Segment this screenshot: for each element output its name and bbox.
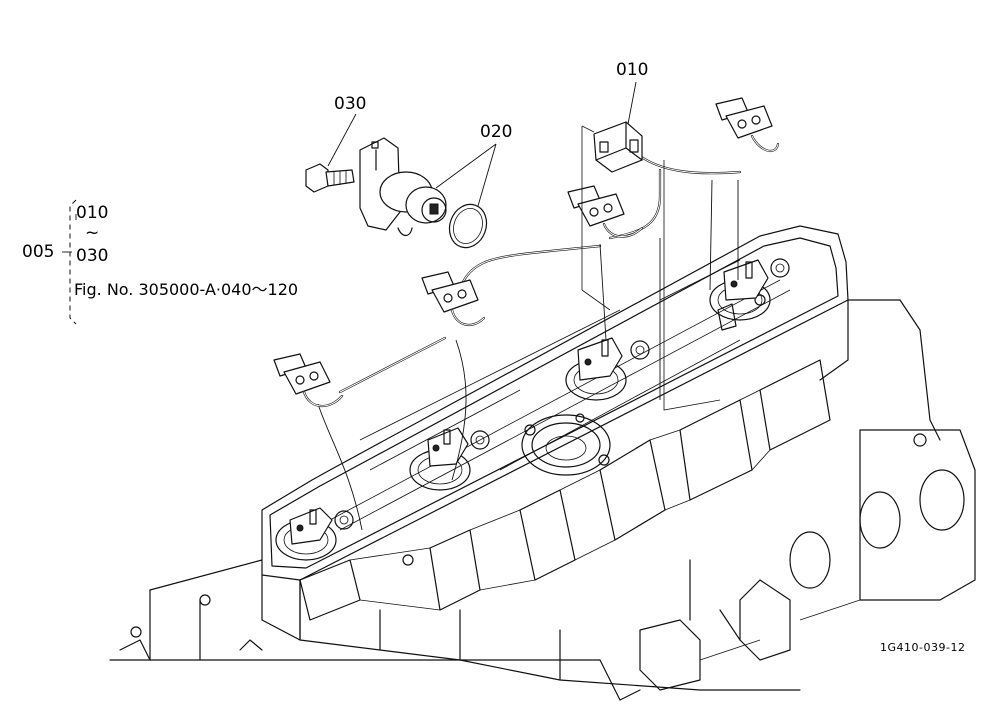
harness-connector-1 — [273, 353, 344, 408]
callout-group-start: 010 — [76, 203, 109, 223]
injector-4 — [717, 259, 769, 331]
harness-connector-4 — [715, 97, 780, 153]
center-boss — [521, 413, 611, 476]
injector-2 — [427, 427, 469, 467]
injector-1 — [289, 507, 333, 545]
callout-group-end: 030 — [76, 246, 109, 266]
injector-3 — [577, 337, 623, 381]
callout-020: 020 — [480, 122, 513, 142]
callout-group-tilde: ~ — [85, 223, 100, 243]
callout-010: 010 — [616, 60, 649, 80]
callout-leaders — [62, 81, 637, 253]
manifold — [639, 429, 976, 691]
figure-reference: Fig. No. 305000-A·040～120 — [74, 280, 299, 299]
callout-assembly-005: 005 — [22, 242, 55, 262]
harness-connector-2 — [421, 271, 486, 327]
harness-connector-3 — [567, 185, 644, 238]
o-ring — [448, 203, 488, 249]
harness-main-plug — [593, 121, 643, 173]
cylinder-head — [109, 225, 976, 701]
group-bracket — [69, 199, 77, 325]
crank-sensor — [359, 137, 447, 237]
callout-030: 030 — [334, 94, 367, 114]
sensor-bolt — [305, 163, 355, 193]
drawing-code: 1G410-039-12 — [880, 641, 966, 654]
wiring-harness — [273, 97, 780, 531]
